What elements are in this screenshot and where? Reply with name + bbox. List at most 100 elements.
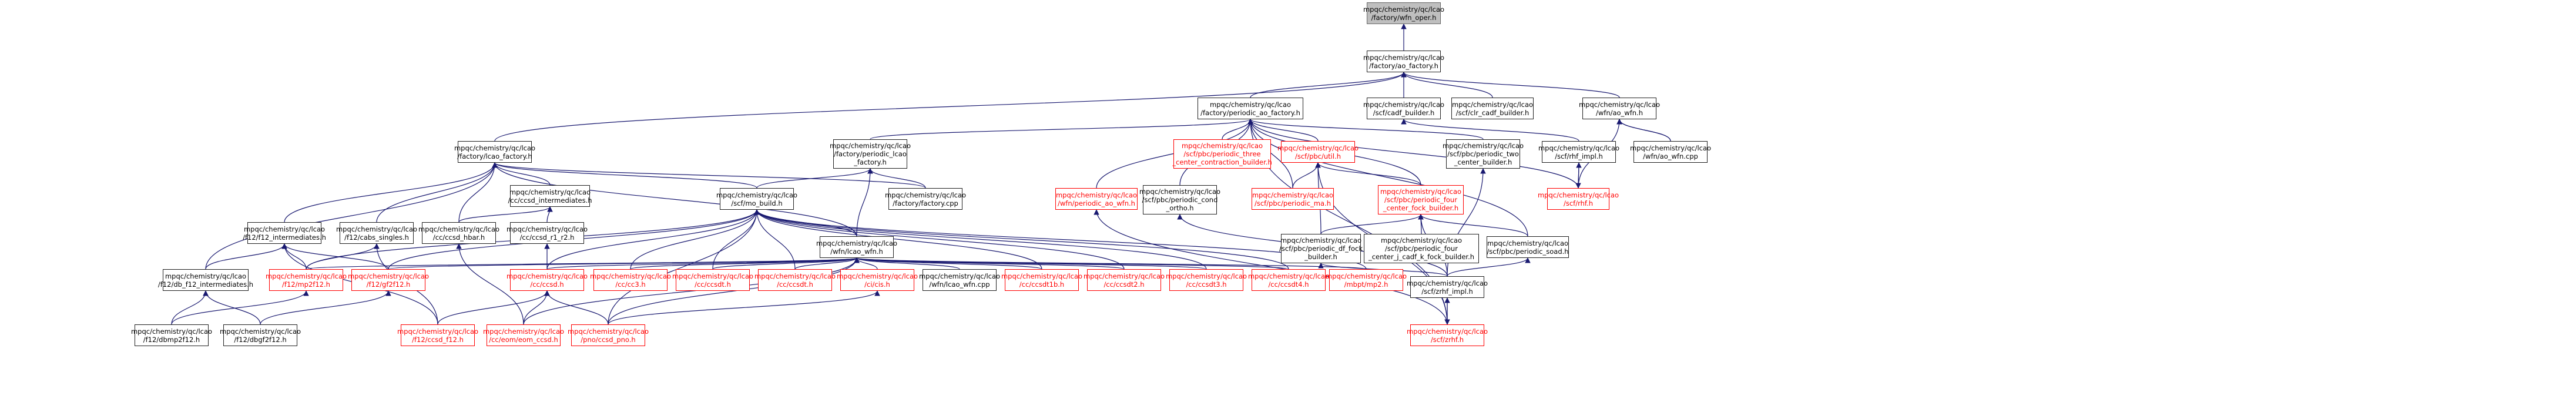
edge-t3-to-mob [754, 209, 1207, 270]
edge-eom-to-wfnh [523, 257, 860, 325]
edge-pdf-to-pfour [1320, 214, 1424, 234]
edge-ptwo-to-pao [1247, 119, 1484, 140]
node-periodic-four-center-jk[interactable]: mpqc/chemistry/qc/lcao/scf/pbc/periodic_… [1364, 234, 1479, 263]
node-cis[interactable]: mpqc/chemistry/qc/lcao/ci/cis.h [837, 269, 918, 291]
node-ccsd-intermediates[interactable]: mpqc/chemistry/qc/lcao/cc/ccsd_intermedi… [508, 185, 592, 207]
edge-lwcpp-to-wfnh [854, 257, 960, 270]
node-periodic-ao-factory[interactable]: mpqc/chemistry/qc/lcao/factory/periodic_… [1198, 98, 1303, 119]
node-gf2f12[interactable]: mpqc/chemistry/qc/lcao/f12/gf2f12.h [348, 269, 429, 291]
node-mp2f12[interactable]: mpqc/chemistry/qc/lcao/f12/mp2f12.h [266, 269, 347, 291]
node-ccsd-hbar[interactable]: mpqc/chemistry/qc/lcao/cc/ccsd_hbar.h [418, 222, 499, 244]
edge-t1b-to-wfnh [854, 257, 1042, 270]
edge-psoad-to-pfour [1418, 214, 1528, 237]
edge-t4-to-wfnh [854, 257, 1289, 270]
edge-aowfn-to-aofac [1401, 72, 1620, 98]
node-ao-wfn-cpp[interactable]: mpqc/chemistry/qc/lcao/wfn/ao_wfn.cpp [1630, 141, 1711, 163]
node-ccsdt1b[interactable]: mpqc/chemistry/qc/lcao/cc/ccsdt1b.h [1001, 269, 1082, 291]
node-zrhf-impl[interactable]: mpqc/chemistry/qc/lcao/scf/zrhf_impl.h [1407, 276, 1488, 298]
node-periodic-four-center-fock[interactable]: mpqc/chemistry/qc/lcao/scf/pbc/periodic_… [1378, 185, 1464, 214]
node-periodic-lcao-factory[interactable]: mpqc/chemistry/qc/lcao/factory/periodic_… [830, 139, 911, 169]
edge-zrhf-to-cadfb [1401, 119, 1579, 142]
node-lcao-wfn-cpp[interactable]: mpqc/chemistry/qc/lcao/wfn/lcao_wfn.cpp [919, 269, 1000, 291]
edge-f12int-to-lcaof [284, 162, 498, 223]
edge-mob-to-plcao [756, 168, 873, 189]
node-zrhf[interactable]: mpqc/chemistry/qc/lcao/scf/zrhf.h [1407, 324, 1488, 346]
edge-r12-to-ccint [546, 206, 553, 223]
node-cadf-builder[interactable]: mpqc/chemistry/qc/lcao/scf/cadf_builder.… [1363, 98, 1444, 119]
edge-hbar-to-ccint [458, 206, 553, 223]
node-eom-ccsd[interactable]: mpqc/chemistry/qc/lcao/cc/eom/eom_ccsd.h [483, 324, 564, 346]
edge-dbf12-to-lcaof [205, 162, 498, 270]
node-periodic-ao-wfn[interactable]: mpqc/chemistry/qc/lcao/wfn/periodic_ao_w… [1055, 188, 1138, 210]
edge-dbgf-to-dbf12 [203, 290, 261, 325]
edge-cc3-to-mob [630, 209, 760, 270]
node-db-f12-intermediates[interactable]: mpqc/chemistry/qc/lcao/f12/db_f12_interm… [158, 269, 253, 291]
node-factory-cpp[interactable]: mpqc/chemistry/qc/lcao/factory/factory.c… [885, 188, 966, 210]
edge-mp2f12-to-cabs [306, 243, 380, 270]
node-pbc-util[interactable]: mpqc/chemistry/qc/lcao/scf/pbc/util.h [1277, 141, 1359, 163]
edge-ccsdh-to-wfnh [546, 257, 860, 270]
node-ccsd-r1-r2[interactable]: mpqc/chemistry/qc/lcao/cc/ccsd_r1_r2.h [507, 222, 588, 244]
node-ao-wfn[interactable]: mpqc/chemistry/qc/lcao/wfn/ao_wfn.h [1579, 98, 1660, 119]
edge-dbmp-to-mp2f12 [171, 290, 309, 325]
node-ccsdt-a[interactable]: mpqc/chemistry/qc/lcao/cc/ccsdt.h [672, 269, 753, 291]
edge-t2-to-mob [754, 209, 1125, 270]
node-ccsd[interactable]: mpqc/chemistry/qc/lcao/cc/ccsd.h [507, 269, 588, 291]
edge-cc3-to-wfnh [630, 257, 860, 270]
edge-eom-to-hbar [456, 243, 524, 325]
node-lcao-factory[interactable]: mpqc/chemistry/qc/lcao/factory/lcao_fact… [454, 141, 535, 163]
edge-fcpp-to-lcaof [492, 162, 926, 189]
edge-mob-to-lcaof [492, 162, 757, 189]
edge-t4-to-mob [754, 209, 1289, 270]
edge-wfnh-to-lcaof [492, 162, 857, 237]
edge-pno-to-mob [608, 209, 760, 325]
edge-rhfi-to-psoad [1447, 257, 1531, 277]
edge-t1b-to-mob [754, 209, 1042, 270]
edge-clrc-to-aofac [1401, 72, 1493, 98]
node-dbmp2f12[interactable]: mpqc/chemistry/qc/lcao/f12/dbmp2f12.h [131, 324, 212, 346]
edge-dbf12-to-f12int [205, 243, 287, 270]
node-f12-intermediates[interactable]: mpqc/chemistry/qc/lcao/f12/f12_intermedi… [243, 222, 326, 244]
node-periodic-ma[interactable]: mpqc/chemistry/qc/lcao/scf/pbc/periodic_… [1252, 188, 1334, 210]
node-periodic-soad[interactable]: mpqc/chemistry/qc/lcao/scf/pbc/periodic_… [1487, 236, 1569, 258]
edge-rhfh-to-pao [1247, 119, 1579, 189]
node-zrhf-impl-upper[interactable]: mpqc/chemistry/qc/lcao/scf/rhf_impl.h [1538, 141, 1619, 163]
node-periodic-two-center[interactable]: mpqc/chemistry/qc/lcao/scf/pbc/periodic_… [1443, 139, 1524, 169]
edge-pno-to-cis [608, 290, 880, 325]
node-ccsd-pno[interactable]: mpqc/chemistry/qc/lcao/pno/ccsd_pno.h [568, 324, 649, 346]
node-mo-build[interactable]: mpqc/chemistry/qc/lcao/scf/mo_build.h [716, 188, 797, 210]
edge-cabs-to-lcaof [376, 162, 498, 223]
edge-wfnh-to-plcao [856, 168, 873, 237]
node-ccsdt4[interactable]: mpqc/chemistry/qc/lcao/cc/ccsdt4.h [1248, 269, 1329, 291]
node-ao-factory[interactable]: mpqc/chemistry/qc/lcao/factory/ao_factor… [1363, 51, 1444, 72]
edge-ccsdh-to-mob [546, 209, 760, 270]
edge-pno-to-ccsdh [544, 290, 609, 325]
node-periodic-cond-ortho[interactable]: mpqc/chemistry/qc/lcao/scf/pbc/periodic_… [1139, 185, 1220, 214]
edge-lcaof-to-aofac [494, 72, 1407, 142]
node-periodic-three-center[interactable]: mpqc/chemistry/qc/lcao/scf/pbc/periodic_… [1172, 139, 1272, 169]
node-ccsdt3[interactable]: mpqc/chemistry/qc/lcao/cc/ccsdt3.h [1166, 269, 1247, 291]
edge-plcao-to-pao [870, 119, 1253, 140]
edge-zrhfh-to-pw [1094, 209, 1448, 325]
node-ccsdt-b[interactable]: mpqc/chemistry/qc/lcao/cc/ccsdt.h [754, 269, 836, 291]
edge-gf2f12-to-f12int [281, 243, 389, 270]
node-periodic-df-fock[interactable]: mpqc/chemistry/qc/lcao/scf/pbc/periodic_… [1279, 234, 1363, 263]
node-cabs-singles[interactable]: mpqc/chemistry/qc/lcao/f12/cabs_singles.… [336, 222, 417, 244]
edge-pma-to-pao [1247, 119, 1293, 189]
edge-rhfh-to-zrhf [1576, 162, 1582, 189]
node-rhf-upper[interactable]: mpqc/chemistry/qc/lcao/scf/rhf.h [1538, 188, 1619, 210]
node-mp2[interactable]: mpqc/chemistry/qc/lcao/mbpt/mp2.h [1326, 269, 1407, 291]
node-cc3[interactable]: mpqc/chemistry/qc/lcao/cc/cc3.h [590, 269, 671, 291]
node-clr-cadf-builder[interactable]: mpqc/chemistry/qc/lcao/scf/clr_cadf_buil… [1451, 98, 1534, 119]
edge-pao-to-aofac [1250, 72, 1407, 98]
node-ccsd-f12[interactable]: mpqc/chemistry/qc/lcao/f12/ccsd_f12.h [397, 324, 478, 346]
edge-ccf12-to-ccsdh [437, 290, 550, 325]
node-dbgf2f12[interactable]: mpqc/chemistry/qc/lcao/f12/dbgf2f12.h [220, 324, 301, 346]
node-ccsdt2[interactable]: mpqc/chemistry/qc/lcao/cc/ccsdt2.h [1084, 269, 1165, 291]
edge-hbar-to-lcaof [458, 162, 498, 223]
edge-psoad-to-pao [1247, 119, 1528, 237]
node-lcao-wfn[interactable]: mpqc/chemistry/qc/lcao/wfn/lcao_wfn.h [816, 236, 897, 258]
edge-pma-to-pscfu [1292, 162, 1321, 189]
node-root: mpqc/chemistry/qc/lcao/factory/wfn_oper.… [1363, 2, 1444, 24]
